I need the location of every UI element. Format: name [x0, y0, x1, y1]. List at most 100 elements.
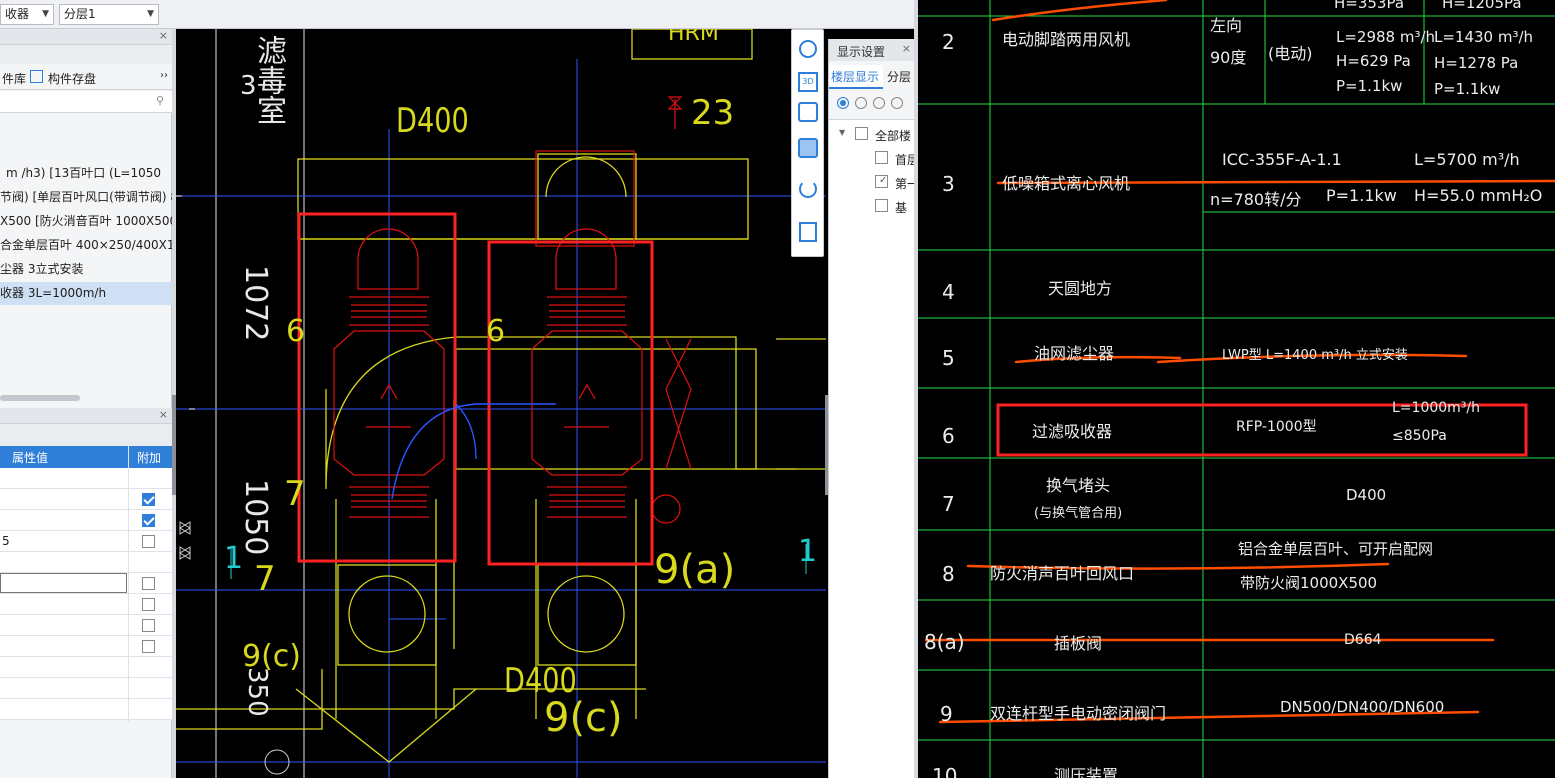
- checkbox[interactable]: ✓: [875, 175, 888, 188]
- tree-item-first-floor[interactable]: 首层: [895, 153, 915, 167]
- panel-header: ×: [0, 29, 172, 45]
- row-name: 低噪箱式离心风机: [1002, 174, 1131, 193]
- row-spec: L=1000m³/h: [1392, 400, 1480, 416]
- row-spec: ICC-355F-A-1.1: [1222, 150, 1342, 169]
- search-input[interactable]: ⚲: [0, 91, 172, 113]
- prop-row: 5: [0, 531, 172, 552]
- radio[interactable]: [891, 97, 903, 109]
- row-spec: LWP型 L=1400 m³/h 立式安装: [1222, 348, 1408, 363]
- equipment-table-grid: [918, 0, 1555, 778]
- tree-item-base[interactable]: 基: [895, 201, 908, 215]
- item-label-1: 1: [798, 534, 818, 569]
- prop-row: [0, 552, 172, 573]
- 3d-view-icon[interactable]: 3D: [798, 72, 818, 92]
- dimension-350: 350: [242, 667, 272, 717]
- tree-item-second[interactable]: 第一: [895, 177, 915, 191]
- tree-expand-icon[interactable]: ▼: [839, 128, 846, 137]
- dock-handle-right[interactable]: [825, 395, 828, 495]
- radio[interactable]: [873, 97, 885, 109]
- tab-library[interactable]: 件库: [2, 72, 27, 86]
- selection-box: [996, 403, 1528, 457]
- chevron-down-icon: ▼: [147, 9, 154, 19]
- row-number: 9: [940, 702, 953, 726]
- row-spec: L=2988 m³/h: [1336, 28, 1436, 46]
- tab-floor-label: 楼层显示: [831, 70, 880, 84]
- room-label: 滤毒室: [251, 35, 286, 125]
- tree-panel: [829, 119, 915, 778]
- row-name: 换气堵头: [1046, 476, 1111, 495]
- row-spec: H=55.0 mmH₂O: [1414, 186, 1543, 205]
- row-number: 3: [942, 172, 955, 196]
- list-item[interactable]: X500 [防火消音百叶 1000X500]: [0, 214, 172, 228]
- tree-item-all[interactable]: 全部楼: [875, 129, 912, 143]
- item-label-1: 1: [224, 541, 244, 576]
- cube-icon[interactable]: [798, 102, 818, 122]
- equipment-table-viewport[interactable]: H=353Pa H=1205Pa 2 电动脚踏两用风机 左向 90度 (电动) …: [918, 0, 1555, 778]
- row-spec: DN500/DN400/DN600: [1280, 698, 1445, 716]
- chevron-down-icon: ▼: [42, 9, 49, 19]
- close-icon[interactable]: ×: [158, 408, 168, 421]
- selection-box: [487, 240, 654, 566]
- properties-header: ×: [0, 408, 172, 424]
- window-divider[interactable]: [914, 0, 918, 778]
- checkbox[interactable]: [142, 535, 155, 548]
- properties-icon[interactable]: [799, 222, 817, 242]
- checkbox[interactable]: [142, 493, 155, 506]
- checkbox[interactable]: [875, 199, 888, 212]
- tab-storage[interactable]: 构件存盘: [48, 72, 97, 86]
- row-spec: P=1.1kw: [1336, 77, 1403, 95]
- row-spec: L=5700 m³/h: [1414, 150, 1520, 169]
- component-type-combo[interactable]: 收器 ▼: [0, 4, 54, 25]
- item-label-6: 6: [486, 314, 506, 349]
- prop-row: [0, 510, 172, 531]
- close-icon[interactable]: ×: [901, 42, 911, 55]
- list-item[interactable]: 节阀) [单层百叶风口(带调节阀) 8(: [0, 190, 172, 204]
- checkbox[interactable]: [855, 127, 868, 140]
- rotate-icon[interactable]: [799, 180, 817, 198]
- checkbox[interactable]: [875, 151, 888, 164]
- prop-value-header: 属性值: [12, 451, 49, 465]
- row-name: 电动脚踏两用风机: [1002, 30, 1131, 49]
- dock-handle-left[interactable]: [172, 395, 176, 495]
- cad-drawing-viewport[interactable]: 滤毒室 3 D400 23 HRM 1072 1050 350 6 6 7 7 …: [176, 29, 826, 778]
- checkbox[interactable]: [142, 619, 155, 632]
- selection-box: [297, 212, 457, 563]
- prop-row: [0, 468, 172, 489]
- radio[interactable]: [855, 97, 867, 109]
- solid-cube-icon[interactable]: [798, 138, 818, 158]
- prop-column-divider: [128, 446, 129, 722]
- prop-row: [0, 489, 172, 510]
- tab-floor-display[interactable]: 楼层显示: [829, 65, 883, 89]
- checkbox[interactable]: [142, 577, 155, 590]
- row-spec: D664: [1344, 632, 1382, 648]
- list-item[interactable]: 合金单层百叶 400×250/400X15: [0, 238, 172, 252]
- orbit-icon[interactable]: [799, 40, 817, 58]
- prop-row: [0, 594, 172, 615]
- prop-edit-input[interactable]: [0, 573, 127, 593]
- prop-row: [0, 636, 172, 657]
- tab-layer-display[interactable]: 分层: [885, 65, 915, 89]
- checkbox[interactable]: [142, 640, 155, 653]
- row-name: 插板阀: [1054, 634, 1103, 653]
- list-item[interactable]: 尘器 3立式安装: [0, 262, 84, 276]
- layer-value: 分层1: [64, 7, 96, 21]
- row-name: 防火消声百叶回风口: [990, 564, 1135, 583]
- radio-selected[interactable]: [837, 97, 849, 109]
- checkbox[interactable]: [142, 598, 155, 611]
- prop-row: [0, 615, 172, 636]
- storage-icon: [30, 70, 43, 83]
- checkbox[interactable]: [142, 514, 155, 527]
- list-item[interactable]: m /h3) [13百叶口 (L=1050: [6, 166, 162, 180]
- layer-combo[interactable]: 分层1 ▼: [59, 4, 159, 25]
- item-label-9a: 9(a): [654, 547, 736, 593]
- view-toolbar: 3D: [791, 29, 824, 257]
- panel-subheader: [0, 45, 172, 64]
- row-spec: RFP-1000型: [1236, 419, 1317, 435]
- horizontal-scrollbar[interactable]: [0, 395, 80, 401]
- row-number: 10: [932, 764, 958, 778]
- duct-size-label: D400: [504, 661, 577, 701]
- close-icon[interactable]: ×: [158, 29, 168, 42]
- cell-text: H=1205Pa: [1442, 0, 1522, 12]
- more-icon[interactable]: ››: [160, 70, 168, 81]
- list-item-selected[interactable]: 收器 3L=1000m/h: [0, 282, 172, 305]
